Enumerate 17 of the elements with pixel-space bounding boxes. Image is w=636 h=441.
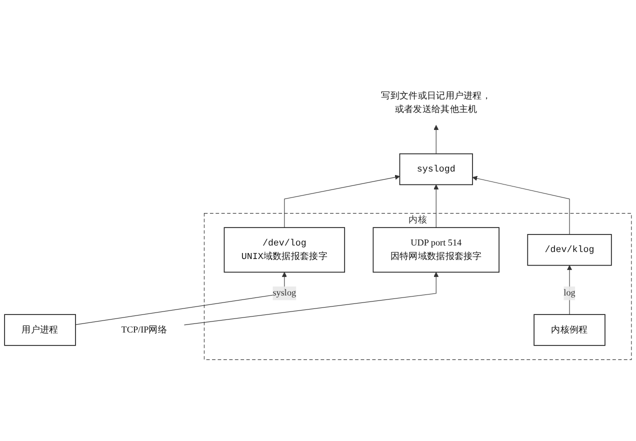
edge-label: syslog: [272, 288, 296, 298]
arrow: [434, 125, 439, 154]
node-box: syslogd: [399, 154, 473, 186]
node-box: 内核例程: [534, 314, 606, 346]
arrow: [567, 265, 572, 316]
arrow: [434, 184, 439, 228]
arrow: [184, 272, 439, 326]
edge-label: log: [564, 288, 576, 298]
node-box: UDP port 514 因特网域数据报套接字: [372, 228, 500, 273]
arrow: [472, 176, 570, 236]
node-box: /dev/log UNIX域数据报套接字: [224, 228, 346, 273]
node-text: TCP/IP网络: [121, 325, 168, 335]
arrow: [75, 272, 287, 326]
arrow: [284, 175, 400, 228]
node-box: 用户进程: [4, 314, 76, 346]
node-text: 写到文件或日记用户进程，或者发送给其他主机: [381, 91, 492, 115]
node-box: /dev/klog: [527, 234, 612, 266]
